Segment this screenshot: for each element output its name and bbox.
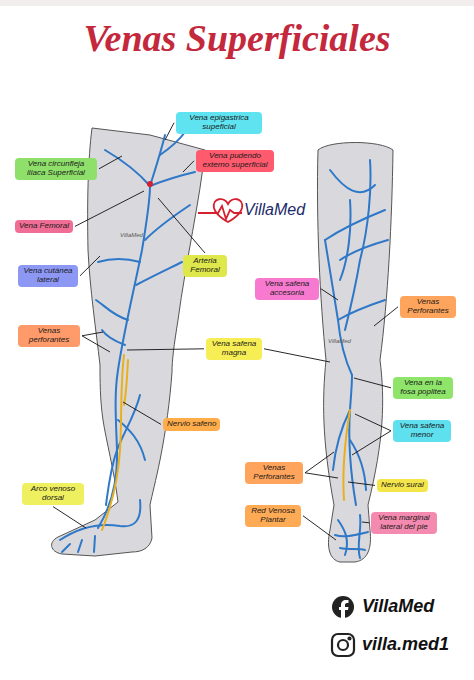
label-text: Venas perforantes — [22, 327, 76, 345]
label-pill: Vena marginal lateral del pie — [371, 512, 437, 534]
leader-line — [352, 431, 391, 455]
leader-line — [374, 307, 398, 326]
label-text: Red Venosa Plantar — [249, 507, 297, 525]
label-text: Venas Perforantes — [249, 464, 299, 482]
facebook-icon — [332, 596, 354, 618]
instagram-icon — [332, 634, 354, 656]
leader-line — [82, 336, 110, 352]
leader-line — [158, 198, 205, 253]
leader-line — [123, 402, 161, 424]
leader-line — [99, 156, 122, 169]
label-pill: Venas perforantes — [18, 325, 80, 347]
social-handle: VillaMed — [362, 596, 434, 617]
label-pill: Vena circunfleja iliaca Superficial — [15, 158, 97, 180]
leader-line — [53, 507, 86, 528]
label-text: Vena pudendo externo superficial — [200, 152, 270, 170]
label-text: Vena safena menor — [397, 422, 447, 440]
leader-line — [165, 123, 174, 140]
label-pill: Arteria Femoral — [183, 255, 227, 277]
femoral-artery-dot — [147, 181, 153, 187]
leader-line — [264, 349, 330, 362]
leader-line — [355, 414, 391, 431]
leader-line — [305, 473, 338, 478]
label-text: Nervio safeno — [167, 420, 216, 429]
label-pill: Nervio safeno — [163, 418, 220, 431]
label-text: Vena cutánea lateral — [22, 267, 74, 285]
label-pill: Vena safena accesoria — [255, 278, 319, 300]
label-pill: Vena safena magna — [206, 338, 262, 360]
label-pill: Venas Perforantes — [245, 462, 303, 484]
watermark: VillaMed — [120, 232, 143, 238]
page-title: Venas Superficiales — [0, 16, 474, 60]
leader-line — [127, 349, 204, 350]
label-pill: Red Venosa Plantar — [245, 505, 301, 527]
label-pill: Nervio sural — [377, 479, 428, 492]
veins — [60, 132, 388, 558]
leader-line — [82, 332, 103, 336]
label-text: Arteria Femoral — [187, 257, 223, 275]
label-pill: Vena en la fosa poplitea — [393, 377, 453, 399]
social-handle: villa.med1 — [362, 634, 449, 655]
label-pill: Vena cutánea lateral — [18, 265, 78, 287]
leader-line — [354, 378, 391, 388]
leader-line — [183, 161, 194, 172]
leader-line — [348, 482, 375, 485]
label-text: Vena marginal lateral del pie — [375, 514, 433, 532]
nerves — [102, 355, 350, 530]
label-text: Vena safena accesoria — [259, 280, 315, 298]
label-pill: Vena epigastrica supeficial — [176, 112, 262, 134]
label-pill: Vena pudendo externo superficial — [196, 150, 274, 172]
label-text: Venas Perforantes — [404, 298, 452, 316]
logo-text: VillaMed — [244, 201, 305, 219]
top-band — [0, 0, 474, 6]
logo-heart — [198, 199, 242, 222]
label-text: Nervio sural — [381, 481, 424, 490]
watermark: VillaMed — [328, 338, 351, 344]
leader-line — [321, 289, 338, 300]
leader-line — [80, 256, 100, 276]
label-pill: Vena safena menor — [393, 420, 451, 442]
label-pill: Venas Perforantes — [400, 296, 456, 318]
leader-line — [75, 191, 144, 226]
leader-line — [305, 452, 334, 473]
label-text: Vena Femoral — [19, 222, 69, 231]
label-text: Vena epigastrica supeficial — [180, 114, 258, 132]
label-text: Vena en la fosa poplitea — [397, 379, 449, 397]
leader-line — [362, 522, 369, 524]
right-leg — [317, 143, 393, 563]
label-pill: Vena Femoral — [15, 220, 73, 233]
leader-line — [303, 516, 336, 540]
label-text: Vena safena magna — [210, 340, 258, 358]
label-text: Arco venoso dorsal — [26, 485, 80, 503]
label-text: Vena circunfleja iliaca Superficial — [19, 160, 93, 178]
label-pill: Arco venoso dorsal — [22, 483, 84, 505]
